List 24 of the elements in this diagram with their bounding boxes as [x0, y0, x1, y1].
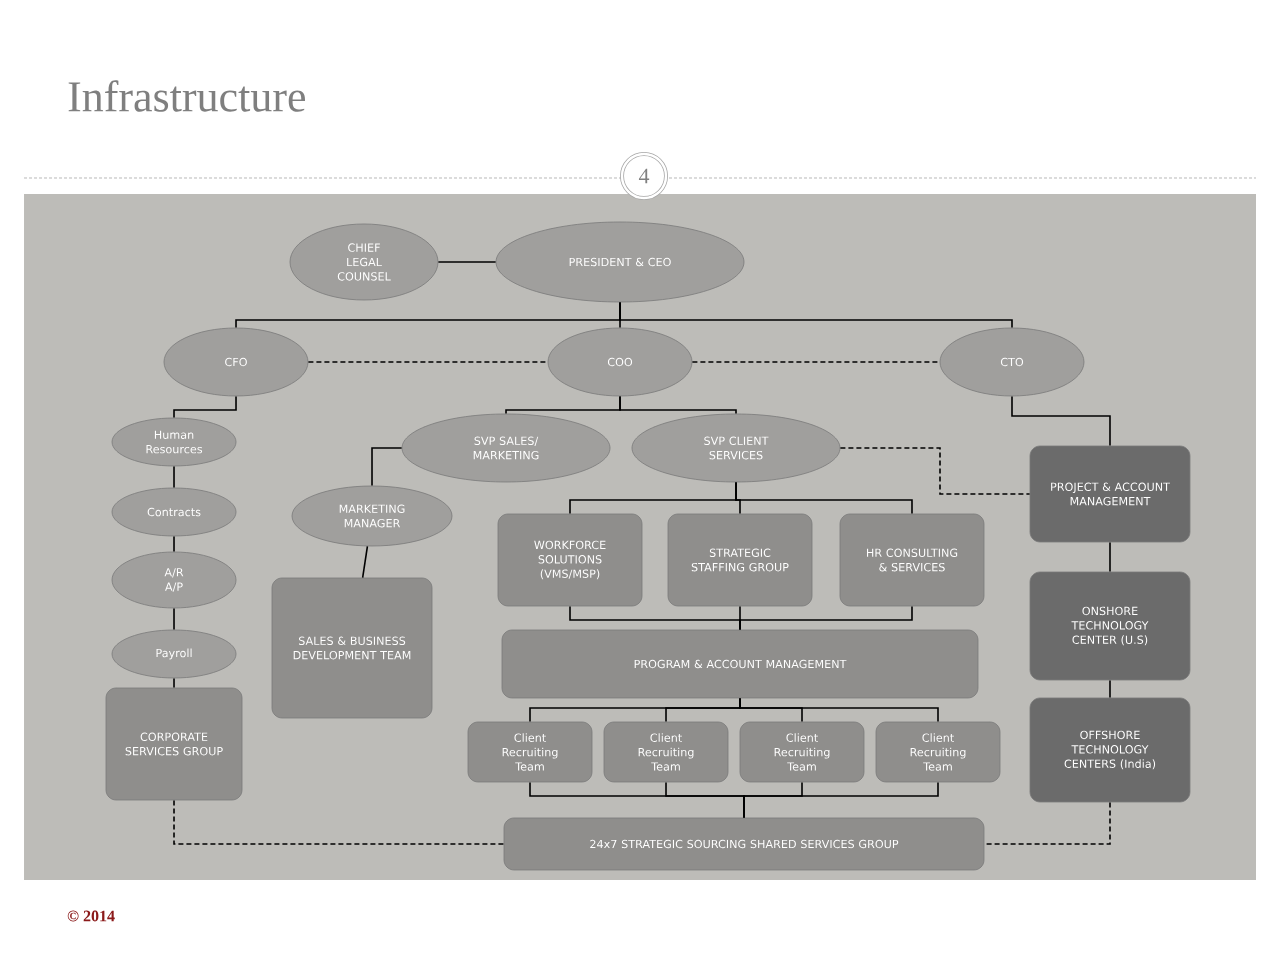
connector	[691, 361, 941, 363]
connector	[173, 465, 175, 489]
connector	[307, 361, 549, 363]
title: Infrastructure	[68, 80, 305, 112]
connector	[619, 395, 737, 415]
connector	[1109, 541, 1111, 573]
connector	[173, 607, 175, 631]
connector	[739, 605, 913, 631]
connector	[739, 697, 939, 723]
connector	[173, 799, 505, 845]
connector	[173, 677, 175, 689]
connector	[371, 447, 403, 487]
connector	[1011, 395, 1111, 447]
connector	[361, 545, 369, 579]
footer-text: © 2014	[67, 910, 115, 922]
connector	[743, 781, 939, 819]
connector	[839, 447, 1031, 495]
connector	[173, 535, 175, 553]
connector	[437, 261, 497, 263]
connector	[173, 395, 237, 419]
connector	[735, 481, 913, 515]
connector	[983, 801, 1111, 845]
connector	[619, 301, 1013, 329]
connector	[1109, 679, 1111, 699]
